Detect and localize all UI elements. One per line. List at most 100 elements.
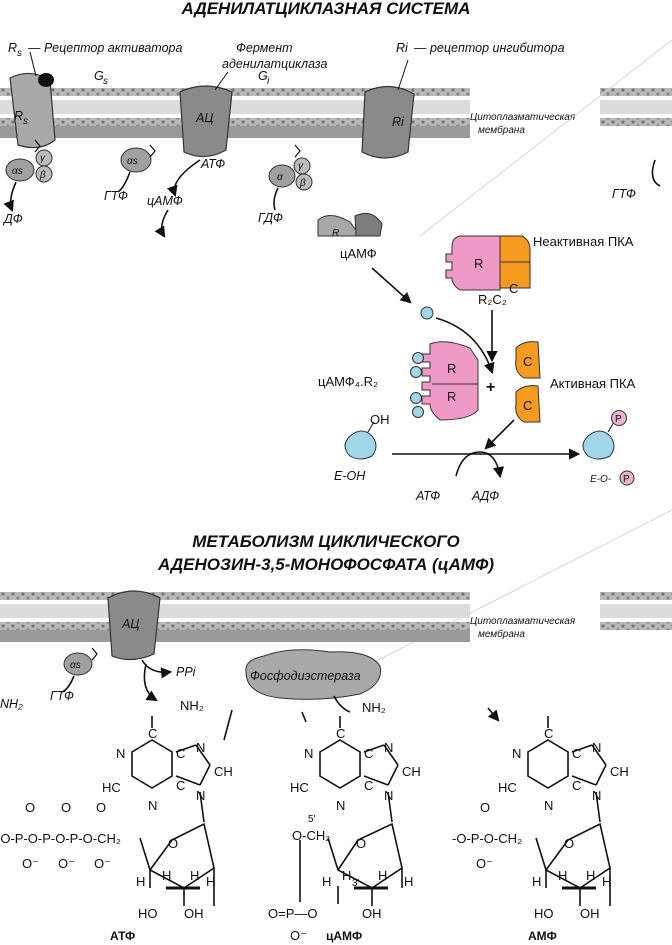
amp-o-ring: O xyxy=(564,836,574,851)
atp-n1: N xyxy=(116,746,125,761)
camp-o-minus: O⁻ xyxy=(290,928,307,943)
amp-c1: C xyxy=(544,726,553,741)
gamma-left: γ xyxy=(40,153,46,164)
rs-symbol: R xyxy=(8,41,17,55)
title-top: АДЕНИЛАТЦИКЛАЗНАЯ СИСТЕМА xyxy=(181,0,471,18)
camp-h3: H xyxy=(342,868,351,883)
substrate-e-oh xyxy=(344,421,377,460)
atp-ho: HO xyxy=(138,906,158,921)
active-c-bottom: C xyxy=(523,398,532,413)
camp-c4: C xyxy=(364,778,373,793)
amp-n3: N xyxy=(544,798,553,813)
amp-h4: H xyxy=(586,868,595,883)
product-p-bottom: P xyxy=(623,474,630,485)
amp-hc: HC xyxy=(498,780,517,795)
amp-c4: C xyxy=(572,778,581,793)
active-c-top: C xyxy=(523,354,532,369)
amp-phosphate-chain: -O-P-O-CH₂ xyxy=(452,831,522,846)
rs-symbol-sub: s xyxy=(17,48,22,59)
adenylate-cyclase xyxy=(179,85,233,158)
camp-dot xyxy=(420,306,434,320)
pka-adp-label: АДФ xyxy=(471,489,499,503)
atp-n7: N xyxy=(196,740,205,755)
camp4-r2-complex xyxy=(410,341,479,421)
rs-receptor-label: — Рецептор активатора xyxy=(27,41,182,55)
ri-receptor-label: — рецептор ингибитора xyxy=(413,41,565,55)
beta-left: β xyxy=(39,170,46,181)
amp-h2: H xyxy=(602,874,611,889)
atp-o-bottom-3: O⁻ xyxy=(94,856,111,871)
pka-atp-label: АТФ xyxy=(415,489,440,503)
gi-label-sub: i xyxy=(267,76,270,87)
camp-n1: N xyxy=(304,746,313,761)
membrane-label-2: мембрана xyxy=(478,124,525,136)
product-p-top: P xyxy=(615,414,622,425)
inactive-r: R xyxy=(474,256,483,271)
ri-inner-label: Ri xyxy=(392,115,405,129)
camp-c2: C xyxy=(364,746,373,761)
camp-3prime: 3' xyxy=(352,878,360,889)
camp-hc: HC xyxy=(290,780,309,795)
atp-hc: HC xyxy=(102,780,121,795)
r2c2-label: R₂C₂ xyxy=(478,292,507,307)
atp-to-camp-arrow xyxy=(143,663,158,702)
gi-subunits xyxy=(268,144,313,191)
atp-o-top-1: O xyxy=(25,800,35,815)
atp-path-line xyxy=(223,709,233,741)
separator-line-1 xyxy=(419,39,672,237)
camp-h1: H xyxy=(322,874,331,889)
right-fragment-arrow xyxy=(651,159,661,187)
gs-subunits-left xyxy=(5,139,53,183)
nh2-camp-top: NH₂ xyxy=(362,700,386,715)
product-e-o-p xyxy=(582,410,635,486)
molecule-camp xyxy=(299,716,403,906)
camp-5prime: 5' xyxy=(308,814,316,825)
atp-name: АТФ xyxy=(110,929,135,943)
complex-label: цАМФ₄.R₂ xyxy=(318,374,378,389)
phosphodiesterase-label: Фосфодиэстераза xyxy=(250,669,361,683)
gdp-edge-label: ДФ xyxy=(2,212,23,226)
amp-n7: N xyxy=(592,740,601,755)
phosphodiesterase xyxy=(245,649,382,700)
gs-label: G xyxy=(94,69,104,83)
pka-fragment-r: R xyxy=(332,228,339,239)
ac-bottom-label: АЦ xyxy=(121,617,139,631)
camp-label-top: цАМФ xyxy=(147,194,183,208)
atp-c2: C xyxy=(176,746,185,761)
amp-ch8: CH xyxy=(610,764,629,779)
atp-h2: H xyxy=(206,874,215,889)
active-pka-label: Активная ПКА xyxy=(550,376,636,391)
atp-phosphate-chain: -O-P-O-P-O-P-O-CH₂ xyxy=(0,831,121,846)
oh-label: OH xyxy=(370,412,390,427)
camp-n9: N xyxy=(384,788,393,803)
alpha-s-bottom-label: αs xyxy=(70,660,81,671)
gdp-label: ГДФ xyxy=(258,211,283,225)
membrane-label-1: Цитоплазматическая xyxy=(470,112,576,123)
atp-n9: N xyxy=(196,788,205,803)
camp-path-line xyxy=(301,711,307,723)
gtp-right-edge: ГТФ xyxy=(612,187,636,201)
beta-i-label: β xyxy=(299,178,306,189)
atp-h1: H xyxy=(136,874,145,889)
amp-h3: H xyxy=(558,868,567,883)
atp-oh: OH xyxy=(184,906,204,921)
camp-c1: C xyxy=(336,726,345,741)
camp-h4: H xyxy=(378,868,387,883)
gtp-bottom-label: ГТФ xyxy=(50,689,74,703)
atp-o-top-2: O xyxy=(61,800,71,815)
camp-n7: N xyxy=(384,740,393,755)
rs-inner-sub: s xyxy=(23,116,28,127)
atp-o-bottom-1: O⁻ xyxy=(22,856,39,871)
alpha-s-middle xyxy=(120,144,156,173)
amp-h1: H xyxy=(532,874,541,889)
amp-o-bottom: O⁻ xyxy=(476,856,493,871)
atp-c1: C xyxy=(148,726,157,741)
atp-n3: N xyxy=(148,798,157,813)
alpha-s-middle-label: αs xyxy=(127,156,138,167)
molecule-atp xyxy=(131,716,215,906)
complex-r-bottom: R xyxy=(447,389,456,404)
atp-o-top-3: O xyxy=(96,800,106,815)
membrane-bottom-label-1: Цитоплазматическая xyxy=(470,616,576,627)
nh2-edge-label: NH₂ xyxy=(0,697,23,711)
